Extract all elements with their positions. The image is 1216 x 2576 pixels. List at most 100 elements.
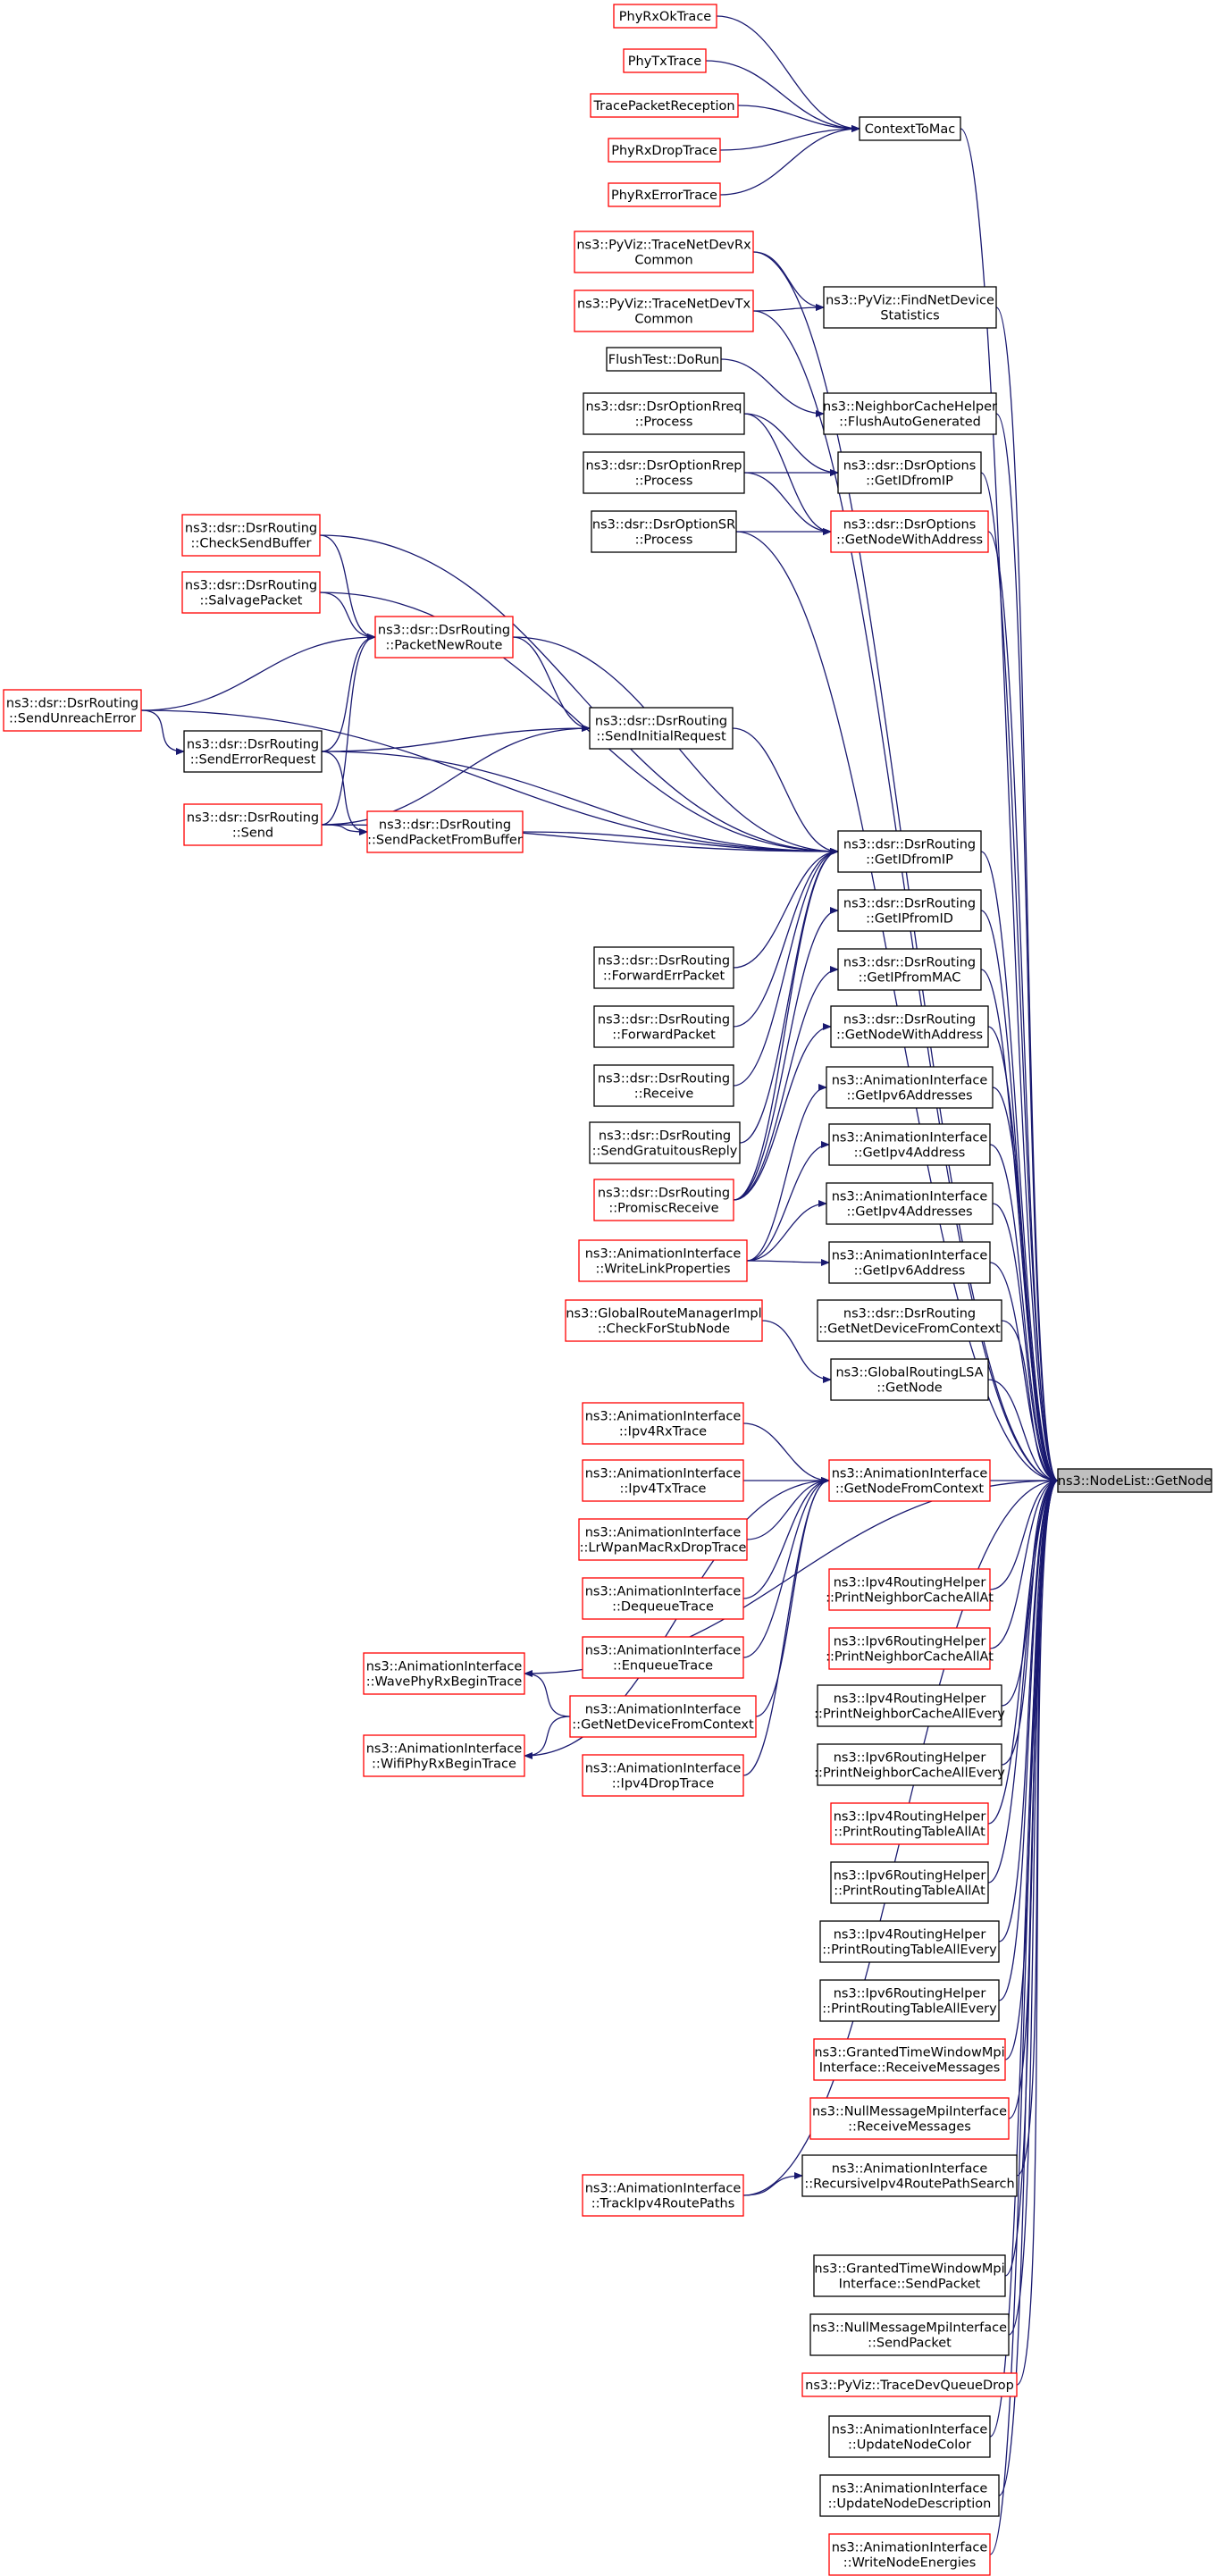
graph-node-optrreq[interactable]: ns3::dsr::DsrOptionRreq::Process bbox=[583, 392, 745, 435]
graph-node-optgetid[interactable]: ns3::dsr::DsrOptions::GetIDfromIP bbox=[837, 451, 982, 494]
graph-node-getipv4s[interactable]: ns3::AnimationInterface::GetIpv4Addresse… bbox=[826, 1182, 994, 1225]
graph-node-wavephy[interactable]: ns3::AnimationInterface::WavePhyRxBeginT… bbox=[363, 1652, 525, 1695]
graph-node-checksend[interactable]: ns3::dsr::DsrRouting::CheckSendBuffer bbox=[181, 514, 321, 557]
node-label-line: ::PrintNeighborCacheAllEvery bbox=[814, 1766, 1005, 1781]
graph-node-optsr[interactable]: ns3::dsr::DsrOptionSR::Process bbox=[591, 510, 737, 553]
node-label-line: ns3::dsr::DsrRouting bbox=[6, 697, 138, 711]
graph-node-rgetnode[interactable]: ns3::dsr::DsrRouting::GetNodeWithAddress bbox=[830, 1005, 989, 1048]
node-box bbox=[590, 93, 739, 118]
graph-node-fwderr[interactable]: ns3::dsr::DsrRouting::ForwardErrPacket bbox=[593, 946, 734, 989]
node-label-line: ::PrintRoutingTableAllAt bbox=[834, 1825, 985, 1840]
graph-node-globalstub[interactable]: ns3::GlobalRouteManagerImpl::CheckForStu… bbox=[565, 1299, 763, 1342]
graph-node-sendgrat[interactable]: ns3::dsr::DsrRouting::SendGratuitousRepl… bbox=[589, 1121, 741, 1164]
graph-node-phyrxdrop[interactable]: PhyRxDropTrace bbox=[608, 138, 721, 163]
graph-node-gtwrecv[interactable]: ns3::GrantedTimeWindowMpiInterface::Rece… bbox=[813, 2038, 1006, 2081]
graph-node-dequeue[interactable]: ns3::AnimationInterface::DequeueTrace bbox=[582, 1577, 744, 1620]
graph-node-send[interactable]: ns3::dsr::DsrRouting::Send bbox=[183, 803, 323, 846]
node-label-line: ns3::Ipv4RoutingHelper bbox=[834, 1576, 986, 1590]
graph-node-phyrxerr[interactable]: PhyRxErrorTrace bbox=[608, 182, 721, 207]
graph-node-getipv6[interactable]: ns3::AnimationInterface::GetIpv6Address bbox=[828, 1241, 991, 1284]
graph-node-optrrep[interactable]: ns3::dsr::DsrOptionRrep::Process bbox=[583, 451, 745, 494]
node-label-line: ns3::Ipv6RoutingHelper bbox=[834, 1751, 986, 1766]
graph-node-trackroute[interactable]: ns3::AnimationInterface::TrackIpv4RouteP… bbox=[582, 2174, 744, 2217]
node-label-line: ::LrWpanMacRxDropTrace bbox=[580, 1541, 747, 1556]
graph-node-p6ncev[interactable]: ns3::Ipv6RoutingHelper::PrintNeighborCac… bbox=[814, 1743, 1005, 1786]
node-label-line: ns3::Ipv6RoutingHelper bbox=[834, 1987, 986, 2001]
edge-enqueue-to-getnodectx bbox=[742, 1477, 830, 1658]
graph-node-neighbor[interactable]: ns3::NeighborCacheHelper::FlushAutoGener… bbox=[823, 392, 997, 435]
graph-node-getipv4[interactable]: ns3::AnimationInterface::GetIpv4Address bbox=[828, 1123, 991, 1166]
graph-node-flushtest[interactable]: FlushTest::DoRun bbox=[606, 347, 722, 372]
graph-node-ipv4tx[interactable]: ns3::AnimationInterface::Ipv4TxTrace bbox=[582, 1459, 744, 1502]
graph-node-getnodectx[interactable]: ns3::AnimationInterface::GetNodeFromCont… bbox=[828, 1459, 991, 1502]
graph-node-ipv4rx[interactable]: ns3::AnimationInterface::Ipv4RxTrace bbox=[582, 1402, 744, 1445]
graph-node-fwdpkt[interactable]: ns3::dsr::DsrRouting::ForwardPacket bbox=[593, 1005, 734, 1048]
graph-node-promisc[interactable]: ns3::dsr::DsrRouting::PromiscReceive bbox=[593, 1179, 734, 1221]
graph-node-sendfrombuf[interactable]: ns3::dsr::DsrRouting::SendPacketFromBuff… bbox=[366, 810, 524, 853]
edge-phytx-to-ctxtomac bbox=[705, 60, 860, 132]
graph-node-receive[interactable]: ns3::dsr::DsrRouting::Receive bbox=[593, 1064, 734, 1107]
edge-p4rtev-to-getnode bbox=[998, 1477, 1059, 1942]
edge-p6ncat-to-getnode bbox=[989, 1477, 1059, 1649]
graph-node-rgetnetdev[interactable]: ns3::dsr::DsrRouting::GetNetDeviceFromCo… bbox=[817, 1299, 1002, 1342]
node-label-line: ::Ipv4DropTrace bbox=[612, 1777, 714, 1791]
graph-node-sendunreach[interactable]: ns3::dsr::DsrRouting::SendUnreachError bbox=[3, 689, 142, 732]
graph-node-updcolor[interactable]: ns3::AnimationInterface::UpdateNodeColor bbox=[828, 2415, 991, 2458]
edge-sendunreach-to-rgetid bbox=[140, 709, 839, 855]
node-box bbox=[813, 2038, 1006, 2081]
graph-node-senderrreq[interactable]: ns3::dsr::DsrRouting::SendErrorRequest bbox=[183, 730, 323, 773]
node-box bbox=[828, 1241, 991, 1284]
graph-node-getipv6s[interactable]: ns3::AnimationInterface::GetIpv6Addresse… bbox=[826, 1066, 994, 1109]
node-label-line: ::CheckForStubNode bbox=[598, 1322, 730, 1337]
node-box bbox=[828, 1627, 991, 1670]
node-box bbox=[801, 2154, 1018, 2197]
graph-node-p4rtat[interactable]: ns3::Ipv4RoutingHelper::PrintRoutingTabl… bbox=[830, 1802, 989, 1845]
graph-node-tracepkt[interactable]: TracePacketReception bbox=[590, 93, 739, 118]
graph-node-rgetid[interactable]: ns3::dsr::DsrRouting::GetIDfromIP bbox=[837, 830, 982, 873]
graph-node-wifiphy[interactable]: ns3::AnimationInterface::WifiPhyRxBeginT… bbox=[363, 1734, 525, 1777]
node-label-line: ns3::AnimationInterface bbox=[832, 2162, 988, 2177]
graph-node-phyrxok[interactable]: PhyRxOkTrace bbox=[613, 4, 717, 29]
node-label-line: FlushTest::DoRun bbox=[608, 353, 719, 367]
edge-sendunreach-to-pktnewroute bbox=[140, 634, 376, 711]
graph-node-p6rtat[interactable]: ns3::Ipv6RoutingHelper::PrintRoutingTabl… bbox=[830, 1861, 989, 1904]
graph-node-gtwsend[interactable]: ns3::GrantedTimeWindowMpiInterface::Send… bbox=[813, 2254, 1006, 2297]
graph-node-globallsa[interactable]: ns3::GlobalRoutingLSA::GetNode bbox=[830, 1358, 989, 1401]
graph-node-nullsend[interactable]: ns3::NullMessageMpiInterface::SendPacket bbox=[809, 2313, 1010, 2356]
graph-node-ctxtomac[interactable]: ContextToMac bbox=[859, 116, 961, 141]
graph-node-sendinit[interactable]: ns3::dsr::DsrRouting::SendInitialRequest bbox=[589, 707, 734, 750]
graph-node-phytx[interactable]: PhyTxTrace bbox=[623, 48, 707, 73]
edge-ctxtomac-to-getnode bbox=[960, 128, 1059, 1484]
graph-node-pktnewroute[interactable]: ns3::dsr::DsrRouting::PacketNewRoute bbox=[374, 616, 514, 659]
graph-node-recursive[interactable]: ns3::AnimationInterface::RecursiveIpv4Ro… bbox=[801, 2154, 1018, 2197]
node-box bbox=[819, 1979, 1000, 2022]
graph-node-writelink[interactable]: ns3::AnimationInterface::WriteLinkProper… bbox=[578, 1239, 748, 1282]
graph-node-p6rtev[interactable]: ns3::Ipv6RoutingHelper::PrintRoutingTabl… bbox=[819, 1979, 1000, 2022]
graph-node-lrwpan[interactable]: ns3::AnimationInterface::LrWpanMacRxDrop… bbox=[578, 1518, 748, 1561]
graph-node-rgetmac[interactable]: ns3::dsr::DsrRouting::GetIPfromMAC bbox=[837, 948, 982, 991]
graph-node-enqueue[interactable]: ns3::AnimationInterface::EnqueueTrace bbox=[582, 1636, 744, 1679]
node-label-line: ::PrintRoutingTableAllEvery bbox=[822, 2002, 997, 2017]
graph-node-upddesc[interactable]: ns3::AnimationInterface::UpdateNodeDescr… bbox=[819, 2474, 1000, 2517]
graph-node-writeenerg[interactable]: ns3::AnimationInterface::WriteNodeEnergi… bbox=[828, 2533, 991, 2576]
edge-pyvizfind-to-getnode bbox=[995, 306, 1059, 1484]
graph-node-optgetnode[interactable]: ns3::dsr::DsrOptions::GetNodeWithAddress bbox=[830, 510, 989, 553]
graph-node-p4rtev[interactable]: ns3::Ipv4RoutingHelper::PrintRoutingTabl… bbox=[819, 1920, 1000, 1963]
graph-node-p6ncat[interactable]: ns3::Ipv6RoutingHelper::PrintNeighborCac… bbox=[826, 1627, 994, 1670]
graph-node-salvage[interactable]: ns3::dsr::DsrRouting::SalvagePacket bbox=[181, 571, 321, 614]
node-label-line: ns3::AnimationInterface bbox=[832, 2541, 988, 2555]
node-label-line: ns3::AnimationInterface bbox=[832, 1249, 988, 1263]
node-label-line: ::FlushAutoGenerated bbox=[839, 415, 981, 430]
graph-node-p4ncat[interactable]: ns3::Ipv4RoutingHelper::PrintNeighborCac… bbox=[826, 1568, 994, 1611]
graph-node-getnetdevctx[interactable]: ns3::AnimationInterface::GetNetDeviceFro… bbox=[569, 1695, 757, 1738]
node-label-line: ::WriteLinkProperties bbox=[595, 1263, 730, 1277]
edge-ipv4rx-to-getnodectx bbox=[742, 1422, 830, 1484]
graph-node-nullrecv[interactable]: ns3::NullMessageMpiInterface::ReceiveMes… bbox=[809, 2097, 1010, 2140]
graph-node-pyvizqdrop[interactable]: ns3::PyViz::TraceDevQueueDrop bbox=[801, 2372, 1018, 2397]
graph-node-ipv4drop[interactable]: ns3::AnimationInterface::Ipv4DropTrace bbox=[582, 1754, 744, 1797]
graph-node-rgetip[interactable]: ns3::dsr::DsrRouting::GetIPfromID bbox=[837, 889, 982, 932]
graph-node-p4ncev[interactable]: ns3::Ipv4RoutingHelper::PrintNeighborCac… bbox=[814, 1684, 1005, 1727]
